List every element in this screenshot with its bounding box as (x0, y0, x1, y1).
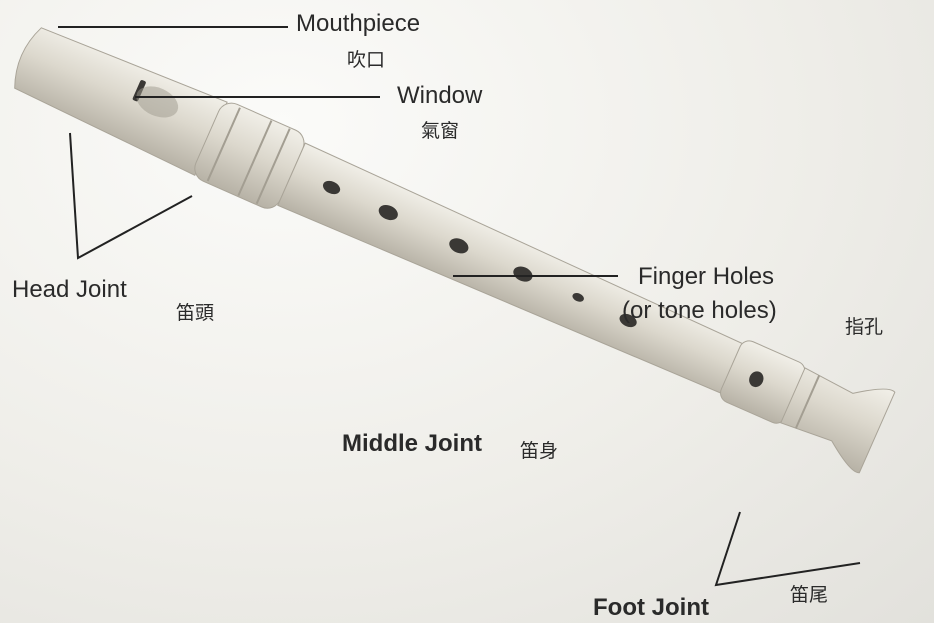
head-joint-label: Head Joint (12, 276, 127, 304)
window-label-zh: 氣窗 (421, 116, 459, 143)
middle-joint-label: Middle Joint (342, 430, 482, 458)
head-joint-label-zh: 笛頭 (176, 298, 214, 325)
middle-joint-label-zh: 笛身 (520, 436, 558, 463)
mouthpiece-label-zh: 吹口 (347, 45, 385, 72)
finger-holes-label-zh: 指孔 (845, 312, 883, 339)
foot-joint-label-zh: 笛尾 (790, 580, 828, 607)
mouthpiece-label: Mouthpiece (296, 10, 420, 38)
window-label: Window (397, 82, 482, 110)
foot-joint-leader (716, 512, 860, 585)
finger-holes-label: Finger Holes (638, 263, 774, 291)
finger-holes-sublabel: (or tone holes) (622, 297, 777, 325)
foot-joint-label: Foot Joint (593, 594, 709, 622)
